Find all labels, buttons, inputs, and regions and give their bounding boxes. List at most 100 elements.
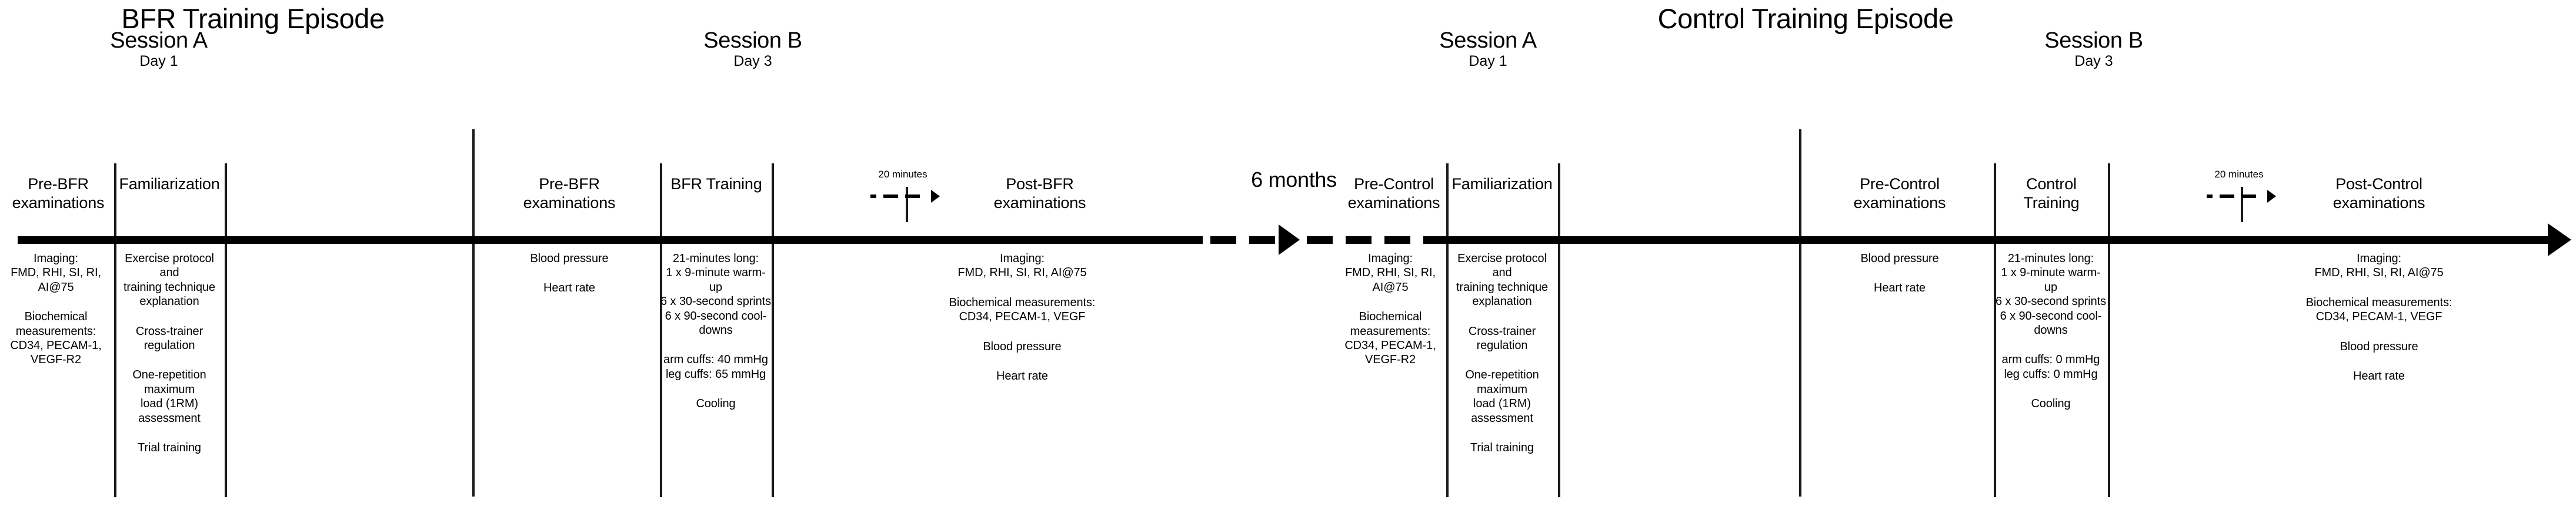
column-divider-10 bbox=[2241, 187, 2243, 222]
timeline-dash-4 bbox=[1346, 236, 1372, 244]
session-title-bfr-b: Session B bbox=[703, 28, 802, 53]
column-body-pre-bfr-a: Imaging:FMD, RHI, SI, RI, AI@75 Biochemi… bbox=[0, 252, 112, 367]
column-header-control-training: Control Training bbox=[1997, 175, 2105, 213]
session-day-ctrl-b: Day 3 bbox=[2074, 53, 2113, 69]
mini-dash-ctrl-2 bbox=[2220, 195, 2234, 198]
column-header-post-bfr: Post-BFR examinations bbox=[953, 175, 1127, 213]
episode-title-control: Control Training Episode bbox=[1657, 3, 1954, 34]
text-block: Heart rate bbox=[996, 369, 1048, 383]
text-block: Biochemical measurements:CD34, PECAM-1, … bbox=[10, 310, 102, 367]
column-divider-9 bbox=[2108, 163, 2110, 497]
column-header-pre-bfr-a: Pre-BFR examinations bbox=[6, 175, 111, 213]
column-header-bfr-training: BFR Training bbox=[663, 175, 769, 194]
text-block: Blood pressure bbox=[530, 252, 609, 265]
session-title-ctrl-a: Session A bbox=[1439, 28, 1537, 53]
column-divider-6 bbox=[1446, 163, 1449, 497]
session-separator-bfr bbox=[472, 129, 475, 497]
text-block: Imaging:FMD, RHI, SI, RI, AI@75 bbox=[11, 252, 101, 294]
text-block: Cooling bbox=[696, 397, 736, 411]
session-title-ctrl-b: Session B bbox=[2044, 28, 2143, 53]
column-divider-1 bbox=[114, 163, 116, 497]
column-header-pre-bfr-b: Pre-BFR examinations bbox=[482, 175, 656, 213]
text-block: Biochemical measurements:CD34, PECAM-1, … bbox=[949, 296, 1096, 324]
column-header-line1: Post-BFR bbox=[1006, 175, 1074, 193]
mini-dash-bfr-1 bbox=[870, 195, 876, 198]
column-header-line2: examinations bbox=[1853, 193, 1946, 212]
text-block: Imaging:FMD, RHI, SI, RI, AI@75 bbox=[957, 252, 1087, 280]
timeline-midpoint-arrow bbox=[1279, 224, 1300, 255]
column-divider-8 bbox=[1994, 163, 1996, 497]
column-divider-7 bbox=[1558, 163, 1560, 497]
mini-arrow-ctrl bbox=[2267, 190, 2276, 203]
column-body-pre-control-b: Blood pressure Heart rate bbox=[1808, 252, 1991, 296]
mini-dash-bfr-2 bbox=[883, 195, 898, 198]
column-header-familiarization-ctrl: Familiarization bbox=[1450, 175, 1554, 194]
mini-arrow-bfr bbox=[931, 190, 940, 203]
column-header-line2: examinations bbox=[523, 193, 616, 212]
column-body-post-bfr: Imaging:FMD, RHI, SI, RI, AI@75 Biochemi… bbox=[917, 252, 1127, 383]
timeline-axis-left bbox=[18, 236, 1203, 244]
timeline-dash-1 bbox=[1210, 236, 1236, 244]
text-block: Blood pressure bbox=[2340, 340, 2418, 353]
column-header-line2: examinations bbox=[993, 193, 1086, 212]
interval-label-twenty-minutes-ctrl: 20 minutes bbox=[2214, 169, 2264, 180]
text-block: Cooling bbox=[2031, 397, 2071, 411]
column-header-post-control: Post-Control examinations bbox=[2288, 175, 2470, 213]
column-divider-5 bbox=[906, 187, 908, 222]
column-header-line2: examinations bbox=[1347, 193, 1440, 212]
timeline-dash-2 bbox=[1249, 236, 1275, 244]
column-header-line1: Pre-BFR bbox=[539, 175, 600, 193]
text-block: Trial training bbox=[1470, 441, 1534, 454]
column-header-line1: Familiarization bbox=[119, 175, 220, 193]
timeline-dash-5 bbox=[1384, 236, 1410, 244]
column-divider-3 bbox=[660, 163, 662, 497]
mini-dash-bfr-3 bbox=[905, 195, 920, 198]
text-block: Blood pressure bbox=[983, 340, 1062, 353]
column-header-pre-control-b: Pre-Control examinations bbox=[1808, 175, 1991, 213]
column-body-pre-bfr-b: Blood pressure Heart rate bbox=[482, 252, 656, 296]
text-block: Biochemical measurements:CD34, PECAM-1, … bbox=[2305, 296, 2452, 324]
timeline-axis-right bbox=[1423, 236, 2548, 244]
session-day-ctrl-a: Day 1 bbox=[1469, 53, 1507, 69]
text-block: Imaging:FMD, RHI, SI, RI, AI@75 bbox=[2314, 252, 2444, 280]
mini-dash-ctrl-1 bbox=[2207, 195, 2213, 198]
column-body-post-control: Imaging:FMD, RHI, SI, RI, AI@75 Biochemi… bbox=[2281, 252, 2477, 383]
column-header-line1: BFR Training bbox=[670, 175, 762, 193]
column-header-line2: Training bbox=[2023, 193, 2080, 212]
column-header-line1: Control bbox=[2026, 175, 2077, 193]
interval-label-twenty-minutes-bfr: 20 minutes bbox=[878, 169, 927, 180]
column-header-line2: examinations bbox=[2333, 193, 2425, 212]
timeline-end-arrow bbox=[2548, 223, 2571, 256]
mini-dash-ctrl-3 bbox=[2241, 195, 2256, 198]
timeline-dash-3 bbox=[1307, 236, 1333, 244]
session-separator-ctrl bbox=[1799, 129, 1801, 497]
interval-label-six-months: 6 months bbox=[1251, 167, 1337, 192]
text-block: Trial training bbox=[138, 441, 201, 454]
column-divider-4 bbox=[772, 163, 774, 497]
text-block: Biochemical measurements:CD34, PECAM-1, … bbox=[1344, 310, 1436, 367]
column-header-line1: Pre-Control bbox=[1354, 175, 1434, 193]
column-header-line2: examinations bbox=[12, 193, 105, 212]
session-title-bfr-a: Session A bbox=[110, 28, 208, 53]
column-header-pre-control-a: Pre-Control examinations bbox=[1344, 175, 1444, 213]
session-day-bfr-b: Day 3 bbox=[733, 53, 772, 69]
session-day-bfr-a: Day 1 bbox=[139, 53, 178, 69]
text-block: Heart rate bbox=[543, 281, 595, 295]
text-block: Cross-trainer regulation bbox=[135, 324, 203, 352]
episode-title-bfr: BFR Training Episode bbox=[121, 3, 385, 34]
column-header-line1: Post-Control bbox=[2335, 175, 2422, 193]
column-header-familiarization-bfr: Familiarization bbox=[118, 175, 221, 194]
column-divider-2 bbox=[225, 163, 227, 497]
